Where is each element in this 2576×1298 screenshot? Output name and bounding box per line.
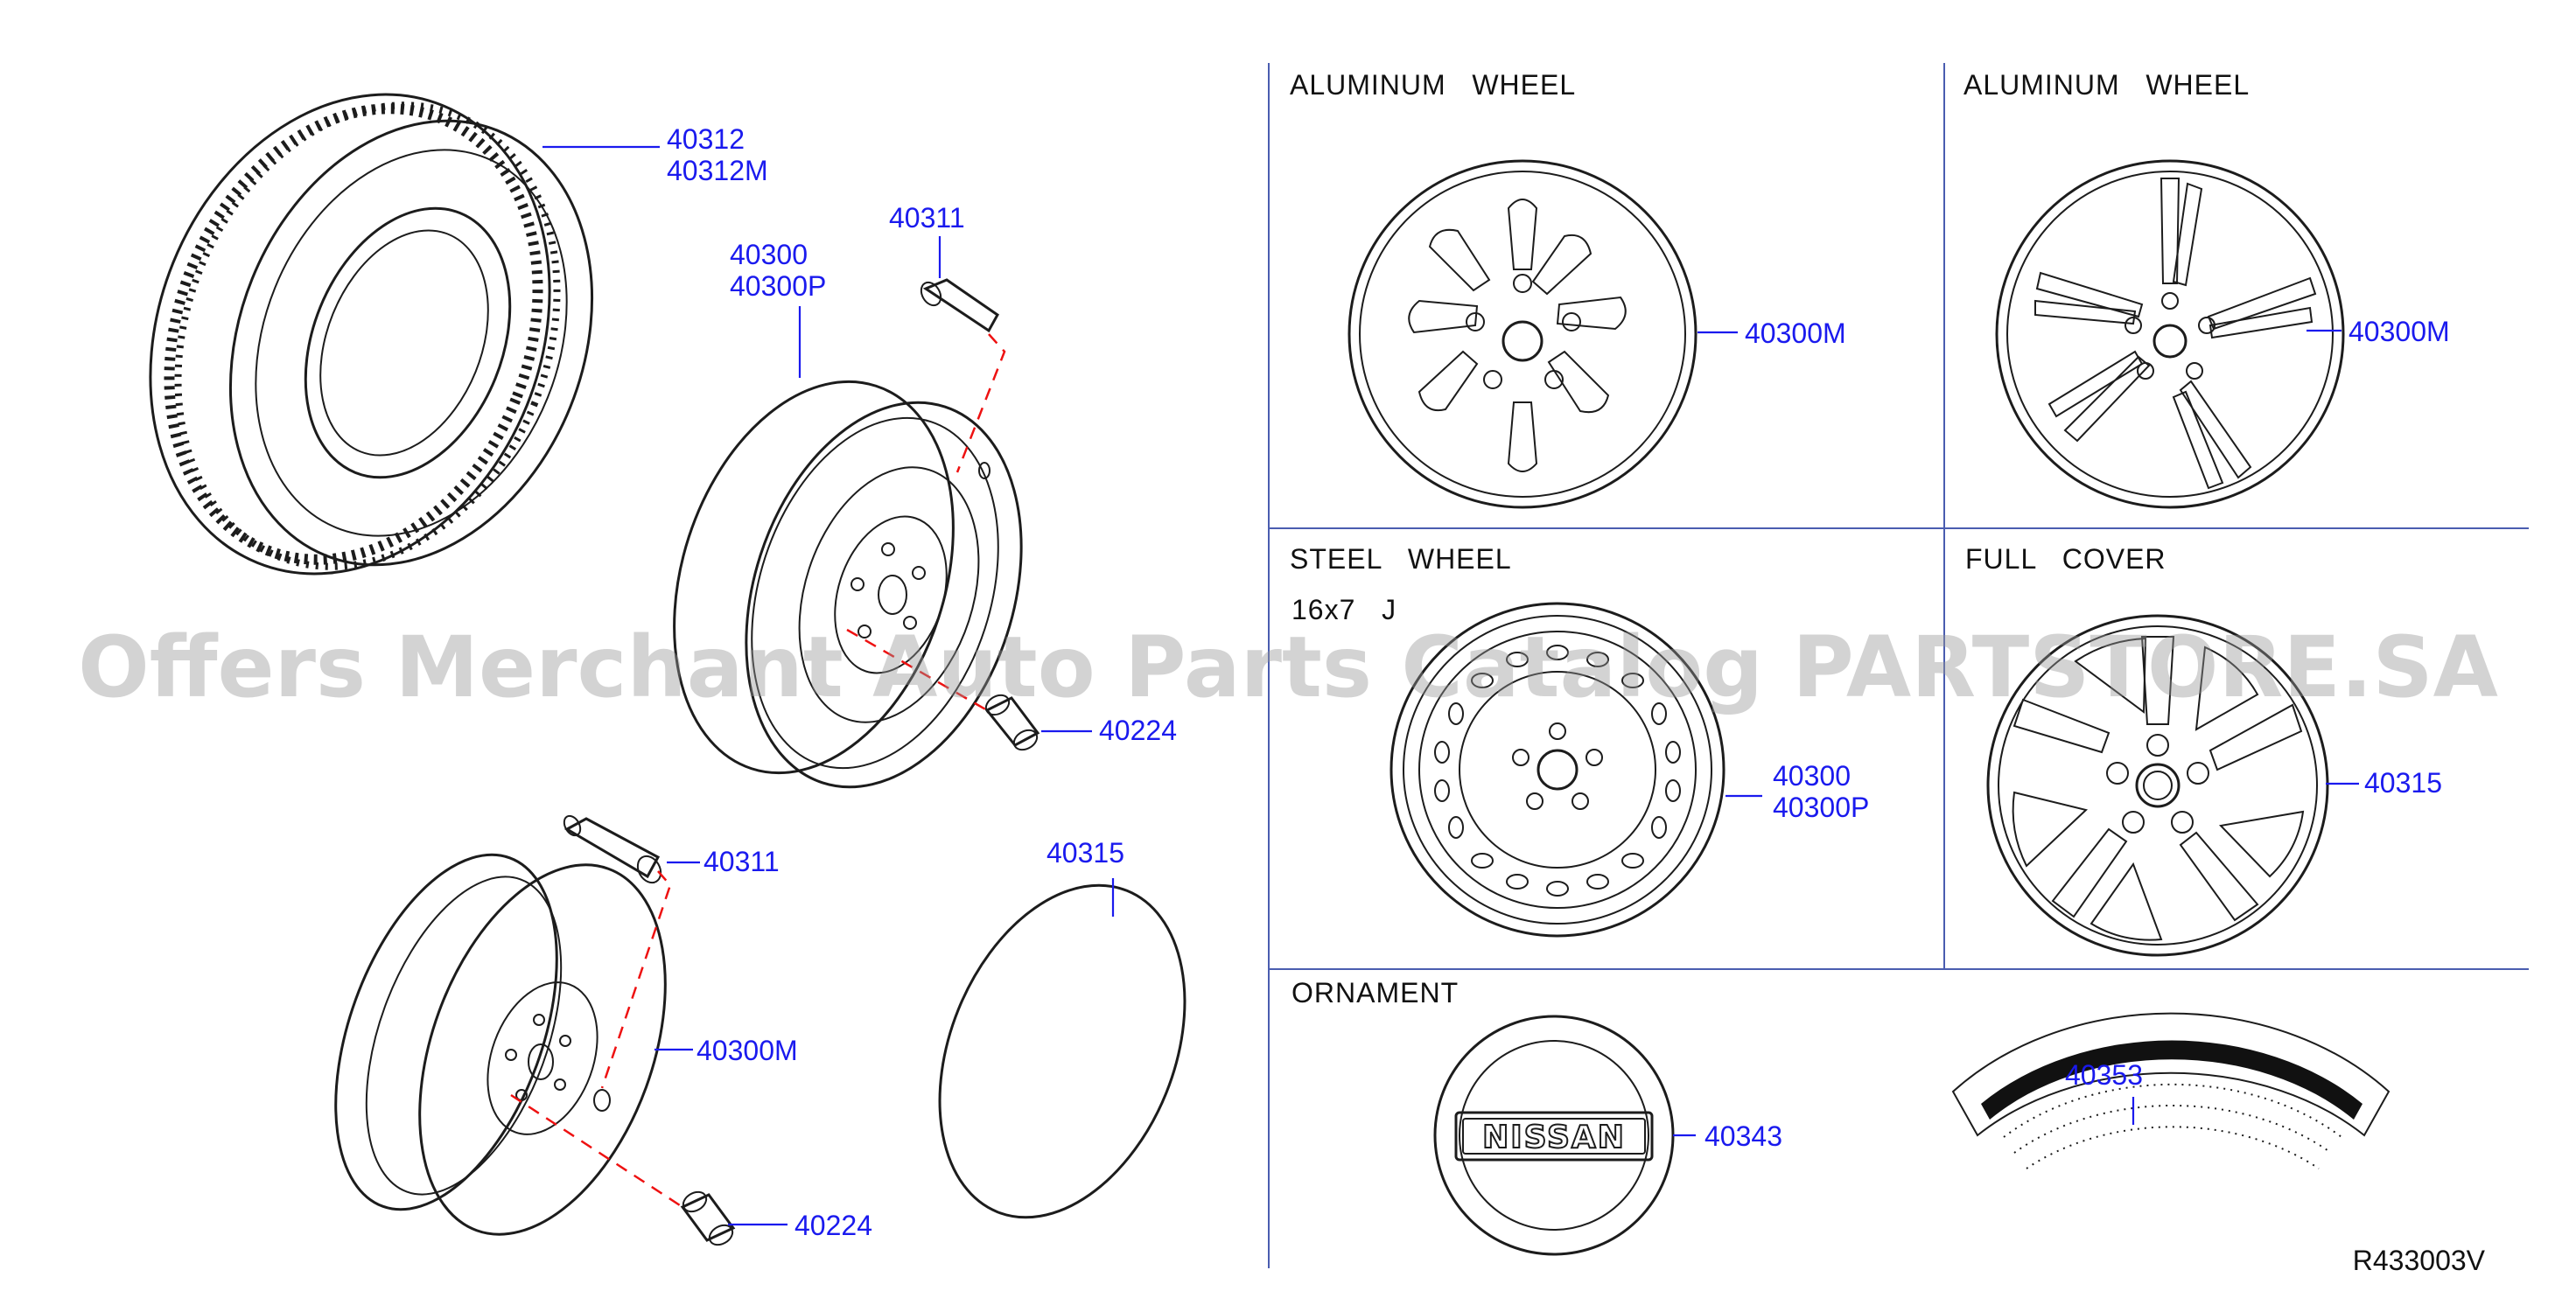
panel-title-full-cover: FULL COVER [1965,543,2166,575]
panel-title-aluminum-wheel-2: ALUMINUM WHEEL [1964,69,2250,101]
callout-steel-wheel-a[interactable]: 40300 [730,239,808,270]
steel-wheel-vent-holes [1434,645,1681,897]
steel-wheel-size: 16x7 J [1292,594,1396,625]
callout-alu1[interactable]: 40300M [1745,318,1846,349]
panel-title-steel-wheel: STEEL WHEEL [1290,543,1512,575]
callout-tire-a[interactable]: 40312 [667,123,745,155]
alu-wheel-1-drawing [1348,159,1698,509]
valve-stem-bottom [563,814,662,884]
steel-wheel-drawing [1390,602,1726,938]
warning-label-drawing [1951,1012,2390,1169]
callout-full-cover-panel[interactable]: 40315 [2364,767,2442,799]
panel-dividers [1268,63,2529,1268]
valve-stem-top [920,278,999,333]
callout-steel-panel-a[interactable]: 40300 [1773,760,1851,792]
callout-ornament-cap[interactable]: 40343 [1704,1120,1782,1152]
cover-disc [938,883,1186,1219]
watermark: Offers Merchant Auto Parts Catalog PARTS… [78,618,2498,716]
leader-lines [542,145,2359,1226]
callout-valve-top[interactable]: 40311 [889,202,965,234]
callout-alu2[interactable]: 40300M [2348,316,2450,347]
nissan-logo: NISSAN [1482,1120,1626,1155]
ornament-cap-drawing: NISSAN [1433,1015,1675,1256]
callout-nut-bottom[interactable]: 40224 [794,1210,872,1241]
callout-steel-wheel-b[interactable]: 40300P [730,270,826,302]
panel-title-ornament: ORNAMENT [1292,977,1459,1008]
alu-wheel-2-drawing [1995,159,2345,509]
diagram-code: R433003V [2353,1245,2486,1276]
steel-wheel-exploded [673,380,1023,789]
lug-nut-bottom [680,1190,736,1246]
alloy-wheel-exploded [334,853,667,1236]
callout-label-sticker[interactable]: 40353 [2065,1059,2143,1091]
callout-valve-bottom[interactable]: 40311 [704,846,780,877]
tire-illustration [149,93,594,576]
callout-nut-top[interactable]: 40224 [1099,715,1177,746]
panel-title-aluminum-wheel-1: ALUMINUM WHEEL [1290,69,1576,101]
callout-tire-b[interactable]: 40312M [667,155,768,186]
full-cover-drawing [1986,614,2329,957]
lug-nut-top [984,694,1040,751]
callout-steel-panel-b[interactable]: 40300P [1773,792,1869,823]
assembly-guides [510,333,1006,1209]
callout-cover-disc[interactable]: 40315 [1046,837,1124,869]
callout-alloy-wheel[interactable]: 40300M [696,1035,798,1066]
